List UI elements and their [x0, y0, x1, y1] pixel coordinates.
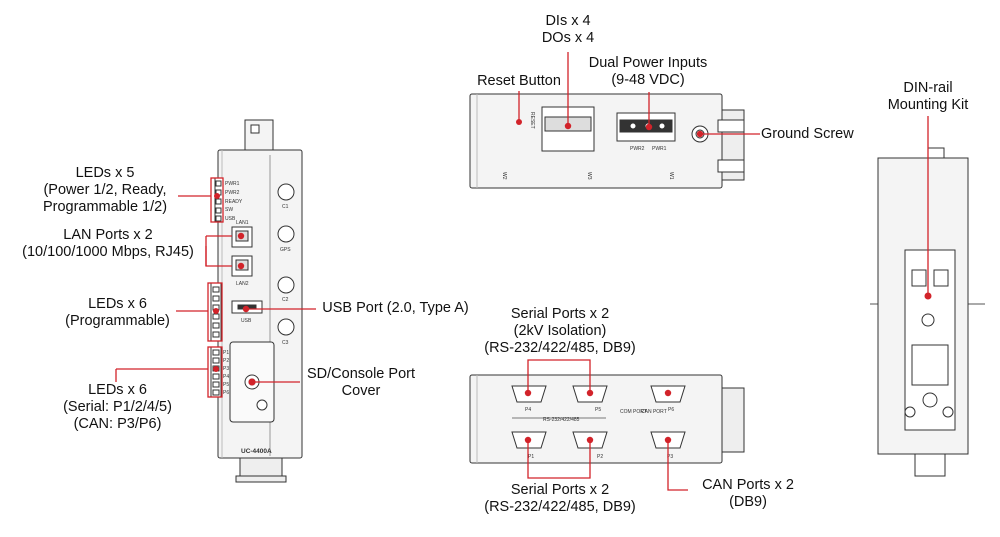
com-port-label: COM PORT — [620, 409, 647, 415]
callout-usb-port: USB Port (2.0, Type A) — [322, 300, 469, 316]
led-label-sw: SW — [225, 207, 233, 213]
top-callout-dots — [516, 119, 704, 138]
callout-leds-6-programmable: LEDs x 6(Programmable) — [65, 296, 170, 329]
serial-led-p3: P3 — [223, 366, 229, 372]
led-label-pwr1: PWR1 — [225, 181, 240, 187]
c3-label: C3 — [282, 340, 289, 346]
bottom-callout-lines — [527, 359, 688, 491]
port-label-p3: P3 — [667, 454, 673, 460]
w2-label: W2 — [501, 172, 507, 180]
callout-dual-power: Dual Power Inputs(9-48 VDC) — [588, 55, 708, 88]
callout-ground-screw: Ground Screw — [761, 126, 854, 142]
c1-label: C1 — [282, 204, 289, 210]
serial-led-p5: P5 — [223, 382, 229, 388]
callout-can-ports: CAN Ports x 2(DB9) — [702, 477, 794, 510]
usb-label: USB — [241, 318, 252, 324]
can-port-label: CAN PORT — [641, 409, 667, 415]
port-label-p6: P6 — [668, 407, 674, 413]
w3-label: W3 — [586, 172, 592, 180]
lan1-label: LAN1 — [236, 220, 249, 226]
bottom-view — [469, 374, 745, 464]
led-label-ready: READY — [225, 199, 243, 205]
pwr1-label: PWR1 — [652, 146, 667, 152]
callout-leds-5: LEDs x 5(Power 1/2, Ready,Programmable 1… — [42, 165, 168, 215]
port-label-p4: P4 — [525, 407, 531, 413]
pwr2-label: PWR2 — [630, 146, 645, 152]
serial-led-p2: P2 — [223, 358, 229, 364]
serial-led-p1: P1 — [223, 350, 229, 356]
front-callout-lines — [115, 177, 316, 398]
top-view-labels: RESET PWR2 PWR1 W2 W3 W1 — [501, 112, 674, 180]
callout-leds-6-serial: LEDs x 6(Serial: P1/2/4/5)(CAN: P3/P6) — [63, 382, 172, 432]
port-label-p5: P5 — [595, 407, 601, 413]
w1-label: W1 — [668, 172, 674, 180]
callout-serial-top: Serial Ports x 2(2kV Isolation)(RS-232/4… — [484, 306, 636, 356]
front-callout-dots — [213, 193, 256, 386]
gps-label: GPS — [280, 247, 291, 253]
top-view — [469, 93, 745, 189]
reset-label: RESET — [529, 112, 535, 129]
c2-label: C2 — [282, 297, 289, 303]
callout-serial-bottom: Serial Ports x 2(RS-232/422/485, DB9) — [484, 482, 636, 515]
callout-reset-button: Reset Button — [477, 73, 561, 89]
lan2-label: LAN2 — [236, 281, 249, 287]
side-callout — [924, 116, 932, 300]
serial-led-p6: P6 — [223, 390, 229, 396]
port-label-p1: P1 — [528, 454, 534, 460]
serial-range-label: RS-232/422/485 — [543, 417, 580, 423]
side-view — [870, 147, 985, 477]
bottom-callout-dots — [524, 389, 672, 444]
led-label-usb: USB — [225, 216, 236, 222]
bottom-view-labels: P4 P5 P6 P1 P2 P3 RS-232/422/485 COM POR… — [525, 407, 674, 460]
port-label-p2: P2 — [597, 454, 603, 460]
front-view-labels: PWR1 PWR2 READY SW USB LAN1 LAN2 USB C1 … — [223, 181, 291, 455]
model-label: UC-4400A — [241, 448, 272, 455]
serial-led-p4: P4 — [223, 374, 229, 380]
led-label-pwr2: PWR2 — [225, 190, 240, 196]
callout-lan-ports: LAN Ports x 2(10/100/1000 Mbps, RJ45) — [22, 227, 194, 260]
top-callout-lines — [518, 52, 760, 135]
